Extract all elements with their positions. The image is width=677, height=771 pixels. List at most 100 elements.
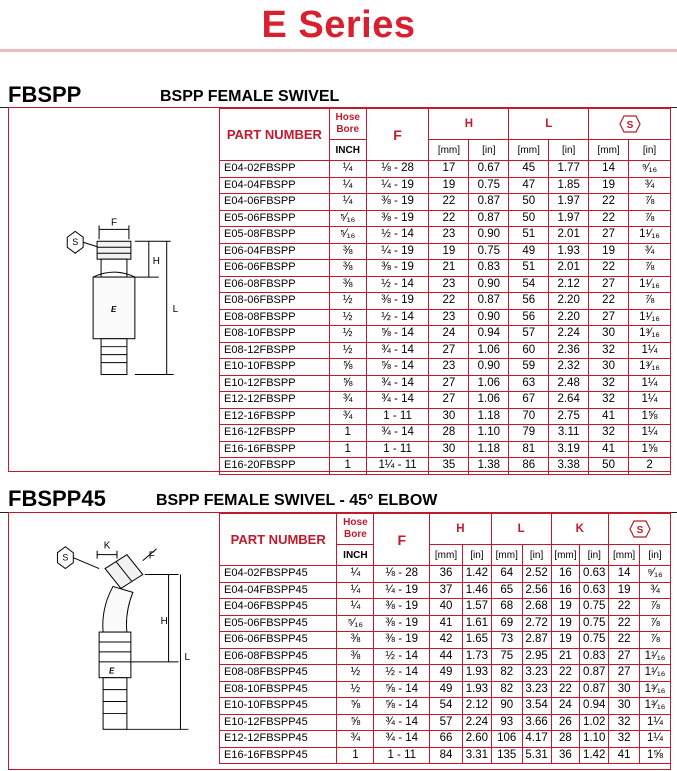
hex-label: S — [62, 553, 68, 563]
part-number-cell: E04-04FBSPP — [219, 176, 330, 194]
hex-nut-icon: S — [628, 520, 651, 538]
unit-in: [in] — [548, 139, 590, 161]
spec-table-fbspp: PART NUMBER Hose Bore F H L S INCH [mm] — [219, 107, 671, 475]
table-cell: ⅝ - 14 — [373, 697, 431, 715]
dim-h-label: H — [161, 616, 168, 627]
table-cell: 30 — [428, 407, 470, 425]
table-cell: ¼ — [336, 598, 375, 616]
table-cell: ¼ - 19 — [373, 581, 431, 599]
table-cell: ¼ — [328, 193, 367, 211]
table-cell: 82 — [490, 664, 523, 682]
fitting-drawing: S F H L E — [66, 217, 179, 376]
table-cell: 1 - 11 — [365, 407, 430, 425]
table-cell: 0.90 — [468, 358, 510, 376]
table-cell: 1¹⁄₁₆ — [639, 664, 671, 682]
table-cell: ¾ — [628, 176, 671, 194]
dim-h-label: H — [153, 256, 160, 267]
section-fbspp45: FBSPP45 BSPP FEMALE SWIVEL - 45° ELBOW — [0, 484, 677, 771]
unit-in: [in] — [521, 544, 552, 566]
table-cell: 1³⁄₁₆ — [639, 680, 671, 698]
unit-mm: [mm] — [608, 544, 641, 566]
table-cell: 27 — [608, 664, 641, 682]
table-cell: 1.93 — [548, 242, 590, 260]
table-cell: 1.97 — [548, 193, 590, 211]
table-cell: 30 — [608, 697, 641, 715]
table-cell: ⁵⁄₁₆ — [336, 614, 375, 632]
svg-text:S: S — [636, 525, 643, 536]
table-cell: 27 — [608, 647, 641, 665]
table-cell: ⁹⁄₁₆ — [639, 565, 671, 583]
table-cell: ⅝ — [336, 713, 375, 731]
table-cell: ¾ — [328, 407, 367, 425]
table-cell: 17 — [428, 160, 470, 178]
table-cell: 41 — [588, 440, 630, 458]
table-cell: 1.77 — [548, 160, 590, 178]
part-number-cell: E16-16FBSPP45 — [218, 746, 338, 764]
part-number-cell: E06-06FBSPP45 — [218, 631, 338, 649]
col-inch: INCH — [328, 139, 367, 161]
table-cell: ¾ - 14 — [365, 341, 430, 359]
table-cell: 30 — [608, 680, 641, 698]
table-cell: ¾ — [328, 391, 367, 409]
table-cell: ½ - 14 — [373, 647, 431, 665]
unit-in: [in] — [468, 139, 510, 161]
table-cell: 2.56 — [521, 581, 552, 599]
part-number-cell: E05-06FBSPP — [219, 209, 330, 227]
table-cell: 0.94 — [579, 697, 610, 715]
table-cell: ⅞ — [628, 259, 671, 277]
table-cell: 0.75 — [468, 176, 510, 194]
table-cell: ⅜ - 19 — [373, 614, 431, 632]
table-cell: ¼ — [328, 160, 367, 178]
table-cell: 0.87 — [468, 292, 510, 310]
unit-in: [in] — [579, 544, 610, 566]
table-cell: ¾ - 14 — [373, 730, 431, 748]
col-part-number: PART NUMBER — [218, 513, 338, 566]
table-cell: 1.73 — [461, 647, 492, 665]
col-hose-bore: Hose Bore — [336, 512, 375, 546]
table-cell: 73 — [490, 631, 523, 649]
table-cell: 1 — [328, 424, 367, 442]
part-number-cell: E04-02FBSPP45 — [218, 565, 338, 583]
table-cell: ⁵⁄₁₆ — [328, 209, 367, 227]
dim-f-label: F — [149, 551, 155, 562]
table-cell: 23 — [428, 358, 470, 376]
table-cell: 2.24 — [548, 325, 590, 343]
section-fbspp: FBSPP BSPP FEMALE SWIVEL — [0, 80, 677, 480]
table-cell: 0.87 — [468, 193, 510, 211]
table-cell: 41 — [608, 746, 641, 764]
table-cell: 0.90 — [468, 308, 510, 326]
table-cell: 54 — [429, 697, 463, 715]
table-cell: 63 — [508, 374, 550, 392]
table-cell: ⅞ — [628, 209, 671, 227]
table-cell: 56 — [508, 292, 550, 310]
brand-logo: E — [109, 667, 115, 676]
table-cell: 1⅝ — [639, 746, 671, 764]
table-cell: 21 — [550, 647, 581, 665]
table-cell: 93 — [490, 713, 523, 731]
col-h: H — [429, 512, 492, 546]
table-cell: 1¼ — [628, 341, 671, 359]
table-cell: 27 — [428, 374, 470, 392]
spec-box: S F H L E PART NUMBER Hose Bore F H L — [8, 107, 671, 475]
table-cell: 1.06 — [468, 374, 510, 392]
table-cell: 30 — [588, 325, 630, 343]
table-cell: ½ - 14 — [365, 308, 430, 326]
part-number-cell: E04-06FBSPP — [219, 193, 330, 211]
table-cell: 22 — [550, 664, 581, 682]
table-cell: 0.75 — [468, 242, 510, 260]
table-cell: 1¹⁄₁₆ — [628, 275, 671, 293]
table-cell: 64 — [490, 565, 523, 583]
unit-mm: [mm] — [588, 139, 630, 161]
table-cell: ⅞ — [639, 631, 671, 649]
table-cell: ¼ — [336, 565, 375, 583]
table-cell: 35 — [428, 457, 470, 475]
